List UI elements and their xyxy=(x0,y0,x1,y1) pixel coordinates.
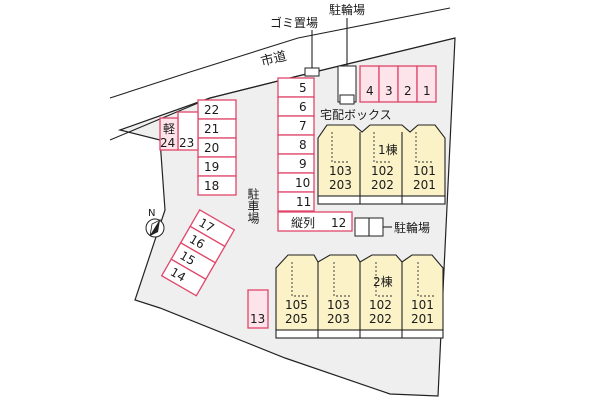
stair-dash xyxy=(375,262,392,297)
unit-upper: 202 xyxy=(369,312,392,326)
unit-lower: 102 xyxy=(371,164,394,178)
slot-number: 19 xyxy=(204,160,219,174)
unit-upper: 202 xyxy=(371,178,394,192)
road-edge-north xyxy=(109,7,451,99)
building-2: 2棟 105 205 103 203 102 202 101 201 xyxy=(275,254,444,339)
building-label: 2棟 xyxy=(373,274,393,289)
delivery-label: 宅配ボックス xyxy=(320,107,392,122)
building-1-base xyxy=(317,195,446,205)
unit-upper: 201 xyxy=(411,312,434,326)
slot-number: 17 xyxy=(196,215,216,235)
parking-slot xyxy=(197,175,237,196)
parking-slot xyxy=(277,77,315,98)
parking-slot xyxy=(277,191,315,212)
stair-dash xyxy=(373,132,390,163)
slot-number: 23 xyxy=(179,136,194,150)
slot-number: 7 xyxy=(299,119,307,133)
bike-top-label: 駐輪場 xyxy=(329,2,365,17)
stair-dash xyxy=(291,262,308,297)
delivery-box xyxy=(339,94,355,105)
unit-lower: 103 xyxy=(329,164,352,178)
slot-number: 9 xyxy=(299,157,307,171)
parking-slot xyxy=(277,115,315,136)
bike-mid-label: 駐輪場 xyxy=(394,220,430,235)
parking-left-column: 22 21 20 19 18 xyxy=(197,99,237,196)
stair-dash xyxy=(415,132,432,163)
garbage-area xyxy=(304,67,320,77)
slot-number: 11 xyxy=(296,195,311,209)
parking-slot-tandem xyxy=(277,211,353,232)
slot-number: 1 xyxy=(423,84,431,98)
building-1: 1棟 103 203 102 202 101 201 xyxy=(317,124,446,205)
north-arrow-icon: N xyxy=(145,208,165,238)
parking-label: 駐車場 xyxy=(246,187,260,225)
stair-dash xyxy=(417,262,434,297)
slot-number: 5 xyxy=(299,81,307,95)
unit-upper: 203 xyxy=(329,178,352,192)
slot-number: 24 xyxy=(160,136,175,150)
unit-upper: 205 xyxy=(285,312,308,326)
unit-lower: 101 xyxy=(411,298,434,312)
slot-number: 13 xyxy=(250,312,265,326)
slot-number: 2 xyxy=(404,84,412,98)
unit-lower: 105 xyxy=(285,298,308,312)
parking-slot xyxy=(416,65,437,103)
parking-center-column: 5 6 7 8 9 10 11 xyxy=(277,77,315,212)
slot-number: 20 xyxy=(204,141,219,155)
parking-slot-kei xyxy=(159,117,179,151)
road-label: 市道 xyxy=(259,48,288,70)
slot-number: 3 xyxy=(385,84,393,98)
unit-upper: 201 xyxy=(413,178,436,192)
stair-dash xyxy=(331,132,348,163)
parking-slot xyxy=(160,258,207,297)
north-label: N xyxy=(148,208,155,219)
unit-lower: 102 xyxy=(369,298,392,312)
slot-number: 18 xyxy=(204,179,219,193)
slot-number: 6 xyxy=(299,100,307,114)
parking-slot xyxy=(277,96,315,117)
parking-slot xyxy=(277,153,315,174)
slot-number: 22 xyxy=(204,103,219,117)
slot-number: 4 xyxy=(366,84,374,98)
parking-slot xyxy=(247,289,269,329)
slot-number: 10 xyxy=(295,176,310,190)
parking-diagonal: 17 16 15 14 xyxy=(160,209,236,297)
parking-top-row: 4 3 2 1 xyxy=(359,65,437,103)
kei-label: 軽 xyxy=(163,122,175,136)
unit-upper: 203 xyxy=(327,312,350,326)
garbage-label: ゴミ置場 xyxy=(270,15,318,30)
slot-number: 8 xyxy=(299,138,307,152)
unit-lower: 103 xyxy=(327,298,350,312)
slot-number: 12 xyxy=(331,216,346,230)
slot-number: 16 xyxy=(187,232,207,252)
slot-number: 14 xyxy=(168,265,188,285)
parking-slot xyxy=(277,134,315,155)
building-label: 1棟 xyxy=(378,142,398,157)
stair-dash xyxy=(333,262,350,297)
slot-number: 15 xyxy=(177,248,197,268)
slot-number: 21 xyxy=(204,122,219,136)
tandem-label: 縦列 xyxy=(291,216,315,230)
unit-lower: 101 xyxy=(413,164,436,178)
